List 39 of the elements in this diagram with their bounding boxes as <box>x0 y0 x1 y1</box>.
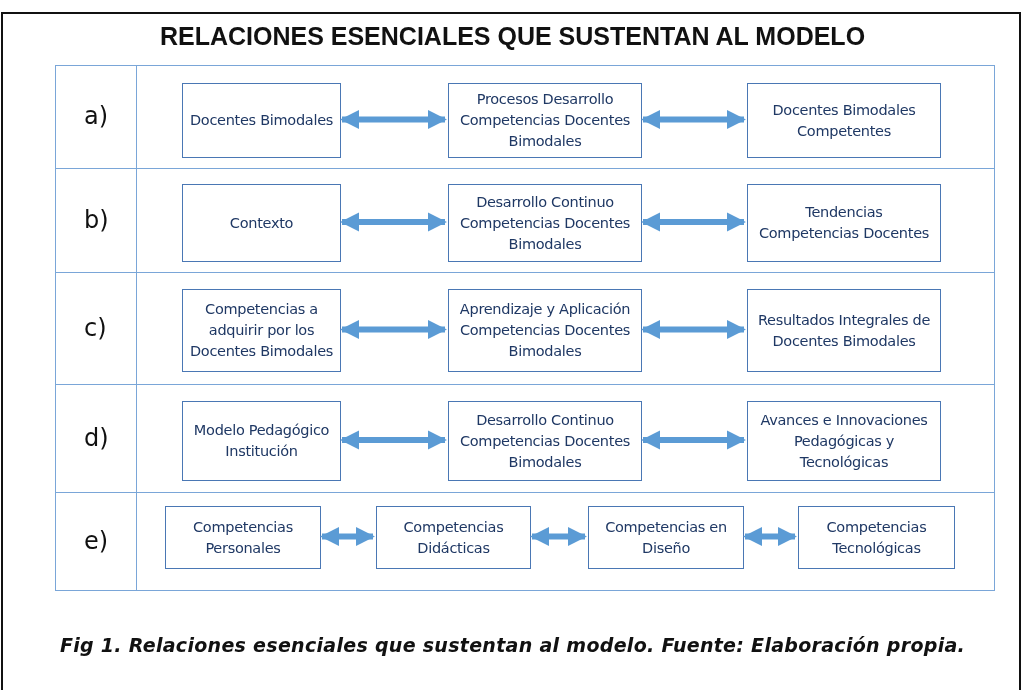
process-box: Desarrollo Continuo Competencias Docentes Bimodales <box>448 184 642 262</box>
process-box: Resultados Integrales de Docentes Bimodales <box>747 289 941 372</box>
process-box: Competencias Personales <box>165 506 321 569</box>
process-box: Competencias a adquirir por los Docentes Bimodales <box>182 289 341 372</box>
process-box: Contexto <box>182 184 341 262</box>
double-arrow <box>320 526 375 547</box>
double-arrow <box>743 526 797 547</box>
row-label: e) <box>84 526 109 555</box>
process-box: Procesos Desarrollo Competencias Docentes Bimodales <box>448 83 642 158</box>
row-label: c) <box>84 313 107 342</box>
process-box: Aprendizaje y Aplicación Competencias Docentes Bimodales <box>448 289 642 372</box>
process-box: Modelo Pedagógico Institución <box>182 401 341 481</box>
process-box: Avances e Innovaciones Pedagógicas y Tecnológicas <box>747 401 941 481</box>
double-arrow <box>641 109 746 130</box>
process-box: Desarrollo Continuo Competencias Docentes Bimodales <box>448 401 642 481</box>
table-row <box>55 384 995 493</box>
row-label: a) <box>84 102 109 130</box>
double-arrow <box>340 109 447 130</box>
double-arrow <box>641 319 746 340</box>
process-box: Tendencias Competencias Docentes <box>747 184 941 262</box>
title: RELACIONES ESENCIALES QUE SUSTENTAN AL MODELO <box>159 22 866 51</box>
double-arrow <box>340 430 447 450</box>
table-row <box>55 168 995 273</box>
double-arrow <box>641 212 746 232</box>
table-row <box>55 65 995 169</box>
table-row <box>55 492 995 591</box>
row-label: d) <box>84 423 109 452</box>
double-arrow <box>530 526 587 547</box>
table-row <box>55 272 995 385</box>
process-box: Docentes Bimodales <box>182 83 341 158</box>
process-box: Competencias Didácticas <box>376 506 531 569</box>
caption: Fig 1. Relaciones esenciales que sustentan al modelo. Fuente: Elaboración propia. <box>59 634 966 656</box>
process-box: Competencias Tecnológicas <box>798 506 955 569</box>
row-label: b) <box>84 205 109 234</box>
double-arrow <box>641 430 746 450</box>
double-arrow <box>340 212 447 232</box>
process-box: Docentes Bimodales Competentes <box>747 83 941 158</box>
process-box: Competencias en Diseño <box>588 506 744 569</box>
double-arrow <box>340 319 447 340</box>
